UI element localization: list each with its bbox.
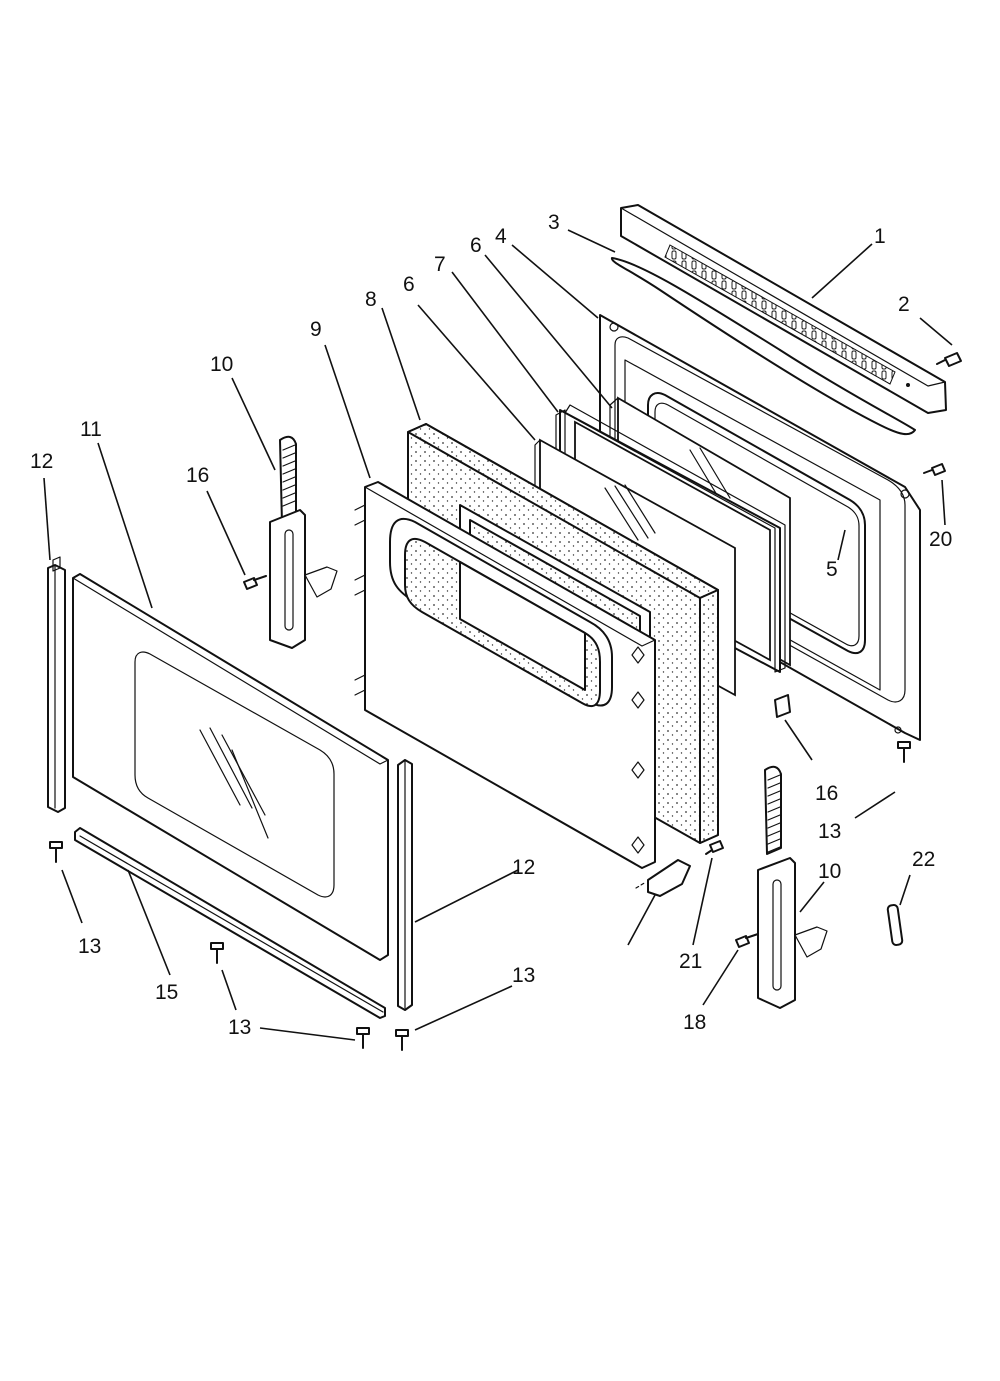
callout-13-bottom-right: 13 [512, 964, 535, 987]
callout-9: 9 [310, 318, 322, 341]
part-clip [774, 694, 791, 718]
part-screws [49, 352, 962, 1051]
part-pin [886, 904, 904, 946]
callout-13-left: 13 [78, 935, 101, 958]
callout-13-bottom: 13 [228, 1016, 251, 1039]
callout-12-right: 12 [512, 856, 535, 879]
callout-6-rear: 6 [470, 234, 482, 257]
callout-10-left: 10 [210, 353, 233, 376]
callout-6-front: 6 [403, 273, 415, 296]
part-bracket [635, 859, 691, 897]
callout-8: 8 [365, 288, 377, 311]
callout-20: 21 [679, 950, 702, 973]
callout-2: 2 [898, 293, 910, 316]
callouts: 1 2 3 4 5 6 7 6 8 9 10 11 12 16 20 16 13… [30, 211, 952, 1039]
callout-1: 1 [874, 225, 886, 248]
part-bottom-trim [74, 827, 386, 1019]
callout-4: 4 [495, 225, 507, 248]
callout-14: 15 [155, 981, 178, 1004]
callout-12-left: 12 [30, 450, 53, 473]
part-hinge-left [269, 435, 338, 649]
leader-lines [43, 229, 953, 1041]
callout-18: 20 [929, 528, 952, 551]
part-hinge-right [757, 765, 828, 1009]
callout-15: 16 [815, 782, 838, 805]
callout-13-right: 13 [818, 820, 841, 843]
callout-11: 11 [80, 418, 102, 441]
callout-7: 7 [434, 253, 446, 276]
callout-16-left: 16 [186, 464, 209, 487]
callout-10-right: 10 [818, 860, 841, 883]
part-door-frame [354, 481, 656, 869]
part-vent-trim [620, 204, 947, 414]
part-side-trim-right [397, 759, 413, 1011]
callout-21: 22 [912, 848, 935, 871]
part-gasket-top [611, 257, 916, 436]
callout-16-right: 18 [683, 1011, 706, 1034]
part-side-trim-left [47, 556, 66, 813]
callout-5: 5 [826, 558, 838, 581]
callout-3: 3 [548, 211, 560, 234]
part-outer-door-glass [72, 573, 389, 961]
